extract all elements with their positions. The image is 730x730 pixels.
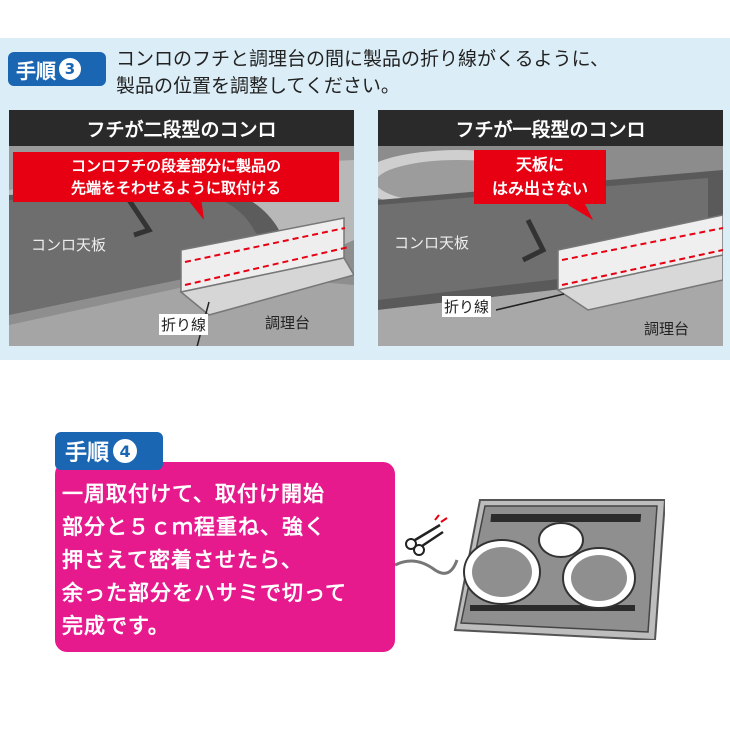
two-step-stove-top-label: コンロ天板 [31,236,107,254]
two-step-stove-panel: フチが二段型のコンロ コンロフチの段差部分に製品の 先端をそわせるように取付ける [9,110,354,346]
step4-badge-label: 手順 [65,441,110,466]
step4-line: 余った部分をハサミで切って [62,581,347,605]
two-step-stove-illustration [9,110,354,346]
step4-box [55,462,395,652]
two-step-counter-label: 調理台 [265,314,311,332]
step4-line: 一周取付けて、取付け開始 [62,482,325,506]
step4-line: 部分と５ｃｍ程重ね、強く [62,515,326,539]
step4-badge: 手順 4 [55,432,163,470]
one-step-stove-title: フチが一段型のコンロ [378,110,723,146]
one-step-stove-top-label: コンロ天板 [394,234,470,252]
two-step-callout-line1: コンロフチの段差部分に製品の [70,157,281,175]
step3-section: 手順 3 コンロのフチと調理台の間に製品の折り線がくるように、 製品の位置を調整… [0,38,730,360]
step3-badge: 手順 3 [8,52,106,86]
step3-badge-number: 3 [59,58,81,80]
one-step-counter-label: 調理台 [644,320,690,338]
step4-line: 完成です。 [62,614,170,638]
two-step-stove-title: フチが二段型のコンロ [9,110,354,146]
stove-icon [395,499,665,640]
step3-instruction-line1: コンロのフチと調理台の間に製品の折り線がくるように、 [116,48,610,70]
two-step-fold-line-label: 折り線 [159,314,209,335]
step4-badge-number: 4 [113,439,138,463]
two-step-stove-callout: コンロフチの段差部分に製品の 先端をそわせるように取付ける [13,152,339,202]
one-step-fold-line-label: 折り線 [442,296,492,317]
one-step-callout-line2: はみ出さない [491,179,588,198]
step3-badge-label: 手順 [16,58,56,83]
step4-line: 押さえて密着させたら、 [62,548,303,572]
step3-instruction: コンロのフチと調理台の間に製品の折り線がくるように、 製品の位置を調整してくださ… [116,46,716,100]
one-step-stove-illustration [378,110,723,346]
step4-instruction: 一周取付けて、取付け開始 部分と５ｃｍ程重ね、強く 押さえて密着させたら、 余っ… [62,478,392,643]
scissors-icon [405,514,448,556]
step3-instruction-line2: 製品の位置を調整してください。 [116,75,400,97]
one-step-stove-callout: 天板に はみ出さない [474,150,606,204]
one-step-callout-line1: 天板に [515,155,564,174]
two-step-callout-line2: 先端をそわせるように取付ける [70,179,281,197]
one-step-stove-panel: フチが一段型のコンロ 天板に はみ出さない コンロ天板 [378,110,723,346]
